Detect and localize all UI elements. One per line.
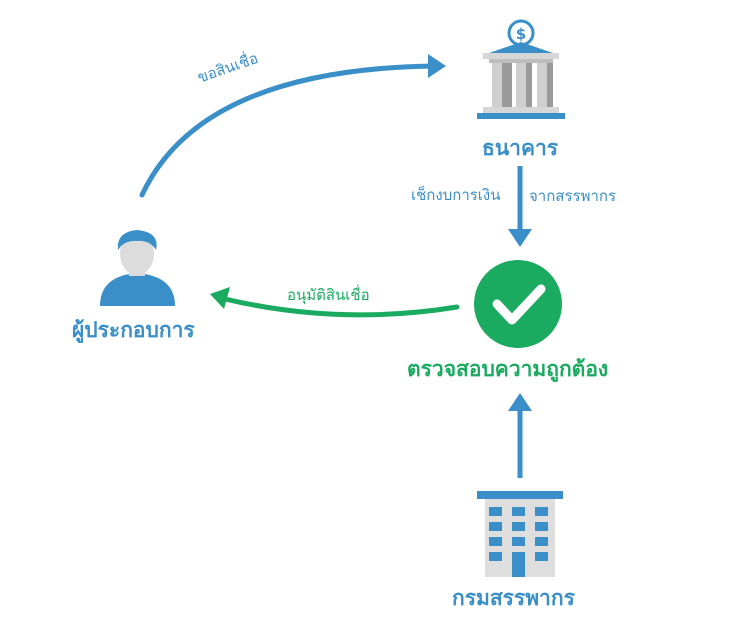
edge-label-approve-credit: อนุมัติสินเชื่อ: [287, 286, 370, 304]
office-building-icon: [477, 491, 563, 577]
user-icon: [100, 230, 175, 306]
arrowhead-approve-credit: [210, 287, 230, 309]
arrowhead-revenue-verify: [508, 393, 532, 411]
arrowhead-bank-verify: [508, 229, 532, 247]
edge-label-check-budget: เช็กงบการเงิน: [411, 186, 501, 204]
check-circle-icon: [474, 260, 562, 348]
node-label-entrepreneur: ผู้ประกอบการ: [72, 318, 195, 342]
node-label-verify: ตรวจสอบความถูกต้อง: [407, 357, 609, 381]
edge-request-credit: [139, 63, 435, 198]
node-label-bank: ธนาคาร: [482, 136, 559, 160]
arrowhead-request-credit: [428, 54, 446, 78]
dollar-glyph: $: [516, 25, 526, 43]
bank-icon: $: [477, 19, 565, 119]
node-label-revenue-dept: กรมสรรพากร: [452, 586, 575, 610]
edge-label-from-revenue: จากสรรพากร: [529, 187, 617, 205]
edge-approve-credit: [222, 296, 460, 318]
